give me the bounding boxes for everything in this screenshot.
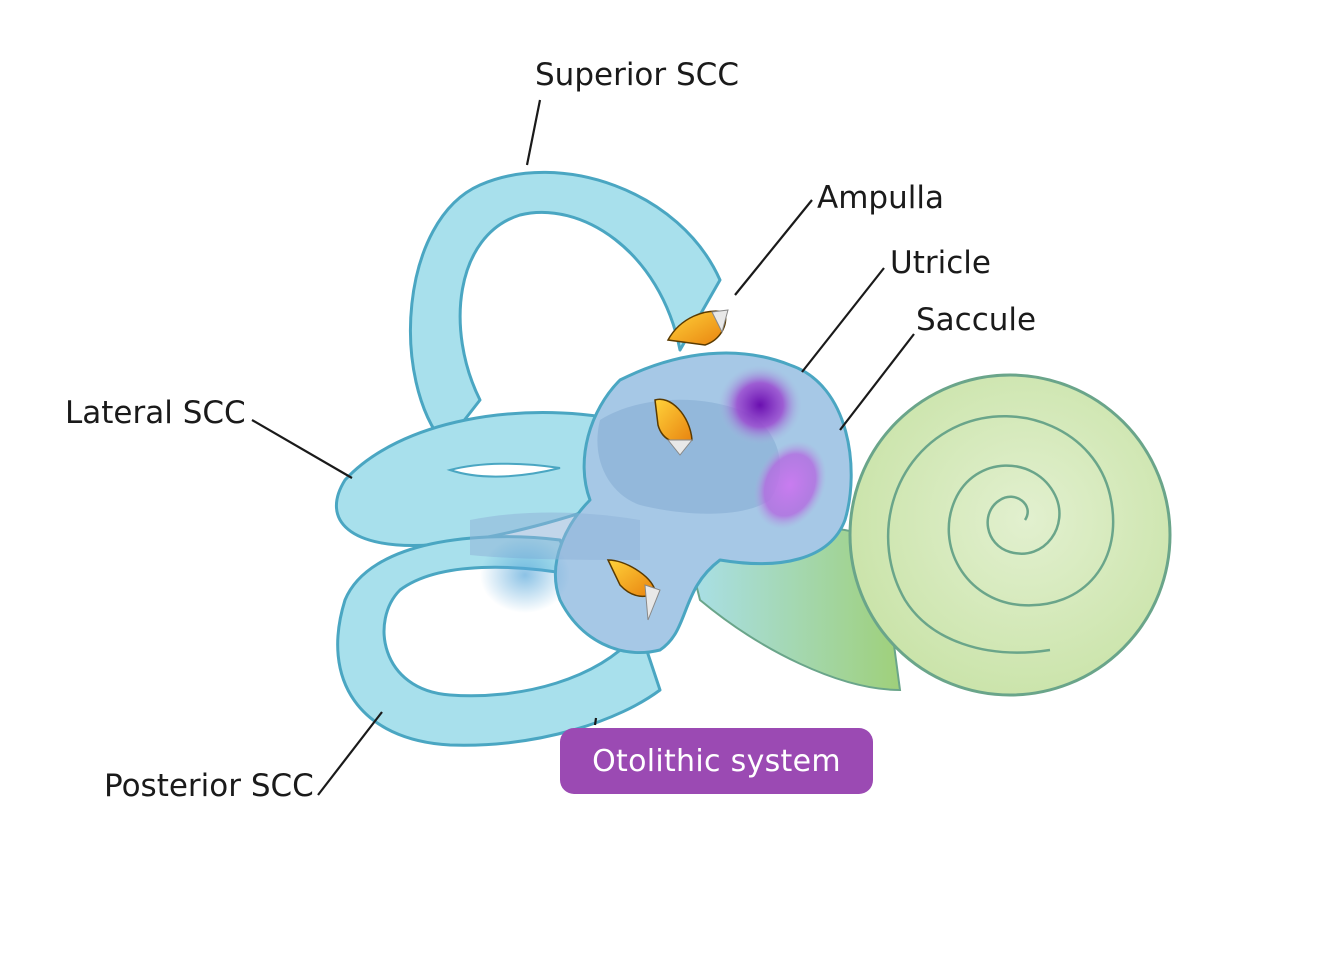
leader-otolithic	[593, 717, 598, 726]
cochlea-body	[848, 373, 1172, 697]
cochlea	[688, 373, 1172, 697]
leader-lateral	[251, 419, 353, 479]
superior-scc-label: Superior SCC	[535, 57, 739, 93]
posterior-scc	[336, 535, 662, 747]
leader-saccule	[839, 333, 915, 431]
otolithic-system-badge: Otolithic system	[560, 728, 873, 794]
saccule-label: Saccule	[916, 302, 1037, 338]
superior-scc	[408, 171, 722, 447]
cochlea-spiral	[886, 415, 1115, 654]
saccule-macula	[753, 440, 827, 530]
utricle-label: Utricle	[890, 245, 991, 281]
ampulla-label: Ampulla	[817, 180, 944, 216]
semicircular-canals	[334, 171, 722, 747]
leader-posterior	[317, 711, 383, 796]
leader-superior	[525, 99, 542, 166]
leader-ampulla	[734, 199, 813, 296]
leader-lines	[251, 99, 915, 796]
ampulla-cristae	[606, 309, 729, 621]
posterior-scc-label: Posterior SCC	[104, 768, 314, 804]
otolithic-system-label: Otolithic system	[592, 743, 841, 779]
lateral-scc-label: Lateral SCC	[65, 395, 246, 431]
leader-utricle	[801, 267, 885, 373]
utricle-macula	[718, 365, 802, 445]
